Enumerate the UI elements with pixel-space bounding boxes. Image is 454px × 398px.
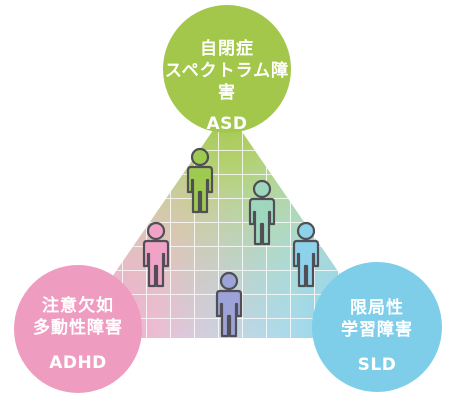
people-figures <box>142 147 320 338</box>
figure-sld-person-icon <box>292 221 320 288</box>
asd-abbreviation: ASD <box>206 114 248 134</box>
adhd-abbreviation: ADHD <box>49 353 107 373</box>
figure-asd-person-icon <box>186 147 214 214</box>
figure-asd-sld-person-icon <box>248 179 276 246</box>
sld-name-line1: 限局性 <box>350 298 404 318</box>
asd-circle: 自閉症 スペクトラム障害 ASD <box>163 5 291 134</box>
asd-name-line2: スペクトラム障害 <box>164 61 290 103</box>
adhd-name-line2: 多動性障害 <box>33 318 123 338</box>
figure-adhd-sld-person-icon <box>215 271 243 338</box>
adhd-name-line1: 注意欠如 <box>42 296 114 316</box>
sld-abbreviation: SLD <box>357 355 397 375</box>
asd-name-line1: 自閉症 <box>200 39 254 59</box>
figure-adhd-person-icon <box>142 221 170 288</box>
adhd-circle: 注意欠如 多動性障害 ADHD <box>14 265 142 393</box>
sld-circle: 限局性 学習障害 SLD <box>312 262 442 392</box>
sld-name-line2: 学習障害 <box>341 320 413 340</box>
